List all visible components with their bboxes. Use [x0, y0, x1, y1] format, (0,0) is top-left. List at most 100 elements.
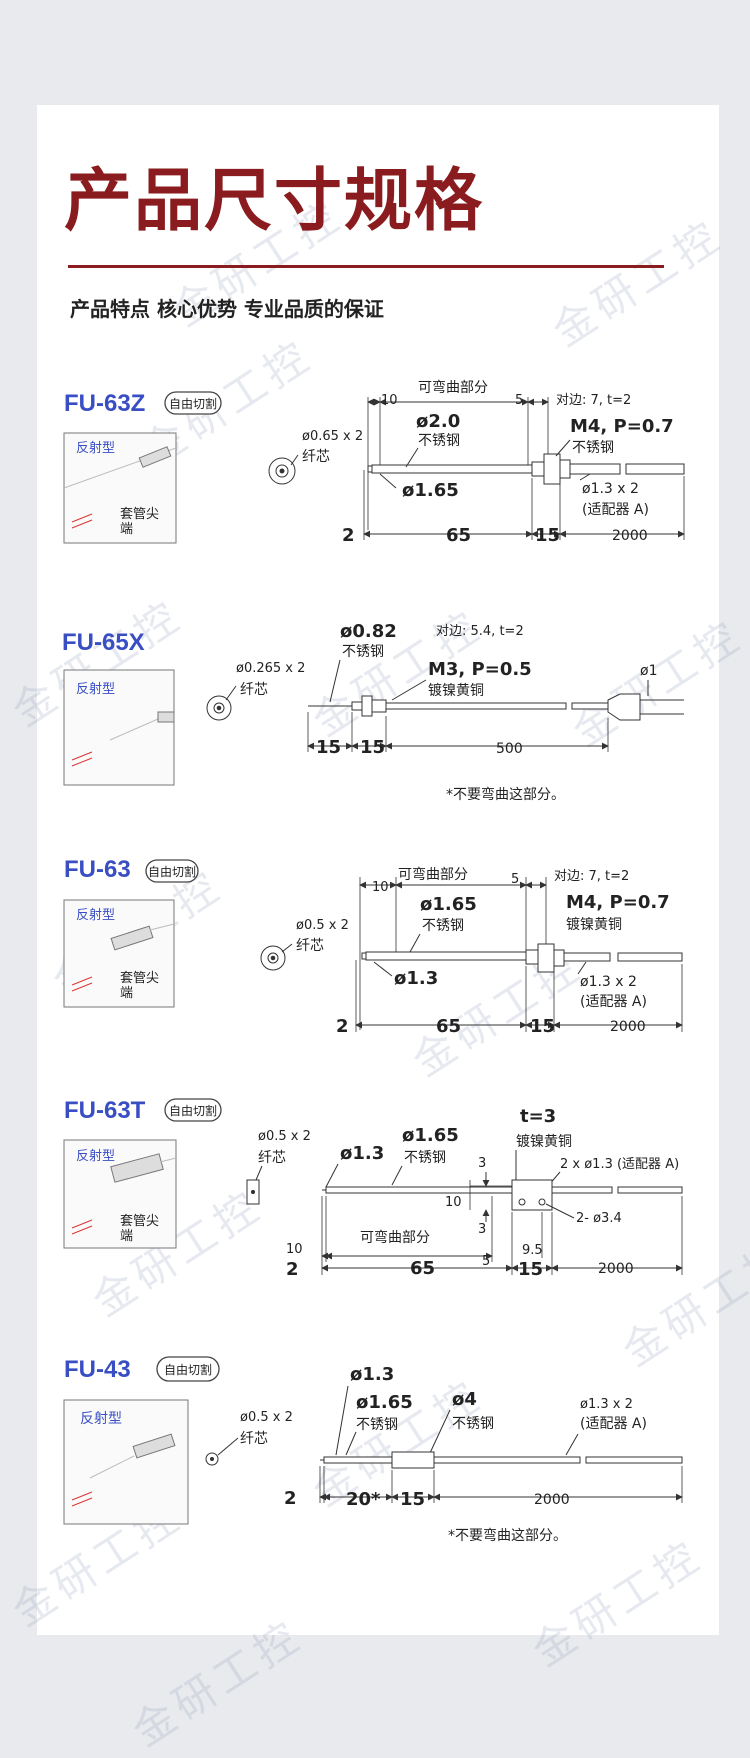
fiber-label: 纤芯 — [296, 938, 324, 954]
page-subtitle: 产品特点 核心优势 专业品质的保证 — [70, 297, 384, 321]
fiber-label: 纤芯 — [240, 1431, 268, 1447]
type-label: 反射型 — [80, 1411, 122, 1427]
tip-diameter: ø1.65 — [402, 480, 459, 501]
plate-thickness: t=3 — [520, 1106, 556, 1127]
product-fu-43: FU-43 自由切割 反射型 ø0.5 x 2 纤芯 ø1.3 ø1.65 不锈… — [63, 1356, 683, 1544]
thread-spec: M3, P=0.5 — [428, 659, 532, 680]
adapter-label: (适配器 A) — [582, 502, 649, 518]
dim-2: 2 — [342, 525, 355, 546]
tube-material: 不锈钢 — [342, 644, 384, 660]
dim-2000: 2000 — [598, 1261, 634, 1277]
tube-diameter: ø1.65 — [356, 1392, 413, 1413]
dim-5: 5 — [515, 393, 523, 408]
thread-spec: M4, P=0.7 — [570, 416, 674, 437]
tip-diameter: ø1.3 — [340, 1143, 384, 1164]
dim-2000: 2000 — [534, 1492, 570, 1508]
adapter-label: (适配器 A) — [580, 994, 647, 1010]
title-divider — [68, 265, 664, 268]
dim-65: 65 — [436, 1016, 461, 1037]
tip-label-line: 端 — [120, 522, 133, 537]
nut-material: 镀镍黄铜 — [566, 916, 622, 933]
sleeve-material: 不锈钢 — [452, 1416, 494, 1432]
dim-20: 20* — [346, 1489, 381, 1510]
fiber-note: ø0.5 x 2 — [296, 918, 349, 933]
sensor-thumbnail — [63, 1139, 177, 1249]
dim-5: 5 — [482, 1254, 490, 1269]
tube-material: 不锈钢 — [418, 433, 460, 449]
dim-10: 10 — [381, 393, 398, 408]
sensor-thumbnail — [63, 669, 175, 786]
tip-label-line: 端 — [120, 986, 133, 1001]
dim-10: 10 — [372, 880, 389, 895]
cable-spec: ø1.3 x 2 — [580, 974, 637, 990]
tube-material: 不锈钢 — [404, 1150, 446, 1166]
sensor-thumbnail — [63, 899, 175, 1008]
footnote: *不要弯曲这部分。 — [448, 1527, 567, 1544]
type-label: 反射型 — [76, 440, 115, 456]
tube-material: 不锈钢 — [356, 1417, 398, 1433]
page-title: 产品尺寸规格 — [64, 162, 485, 241]
tip-label-line: 套管尖 — [120, 1213, 159, 1229]
badge-label: 自由切割 — [164, 1362, 212, 1377]
dim-5: 5 — [511, 872, 519, 887]
sensor-thumbnail — [63, 1399, 189, 1525]
cable-spec: ø1.3 x 2 — [580, 1397, 633, 1412]
badge-label: 自由切割 — [169, 1103, 217, 1118]
tube-diameter: ø1.65 — [420, 894, 477, 915]
fiber-note: ø0.265 x 2 — [236, 661, 305, 676]
dim-2: 2 — [284, 1488, 297, 1509]
dim-2: 2 — [286, 1259, 299, 1280]
dim-3: 3 — [478, 1222, 486, 1237]
tip-label-line: 套管尖 — [120, 506, 159, 522]
nut-material: 镀镍黄铜 — [516, 1133, 572, 1150]
fiber-label: 纤芯 — [302, 449, 330, 465]
model-name: FU-65X — [62, 629, 145, 656]
thread-spec: M4, P=0.7 — [566, 892, 670, 913]
model-name: FU-63T — [64, 1097, 146, 1124]
sensor-thumbnail — [63, 432, 177, 544]
product-fu-63t: FU-63T 自由切割 反射型 套管尖端 ø0.5 x 2 纤芯 ø1.3 ø1… — [63, 1097, 683, 1280]
dim-2000: 2000 — [610, 1019, 646, 1035]
type-label: 反射型 — [76, 1148, 115, 1164]
tip-label: 套管尖端 — [120, 506, 159, 537]
dim-2000: 2000 — [612, 528, 648, 544]
badge-label: 自由切割 — [148, 864, 196, 879]
product-fu-65x: FU-65X 反射型 ø0.265 x 2 纤芯 ø0.82 不锈钢 对边: 5… — [62, 621, 684, 803]
tip-label-line: 端 — [120, 1229, 133, 1244]
type-label: 反射型 — [76, 907, 115, 923]
tip-label-line: 套管尖 — [120, 970, 159, 986]
footnote: *不要弯曲这部分。 — [446, 786, 565, 803]
nut-material: 镀镍黄铜 — [428, 682, 484, 699]
dim-15: 15 — [530, 1016, 555, 1037]
tip-label: 套管尖端 — [120, 970, 159, 1001]
dim-2: 2 — [336, 1016, 349, 1037]
tip-diameter: ø1.3 — [394, 968, 438, 989]
model-name: FU-63 — [64, 856, 131, 883]
model-name: FU-43 — [64, 1356, 131, 1383]
dim-15: 15 — [518, 1259, 543, 1280]
dim-15: 15 — [400, 1489, 425, 1510]
badge — [164, 1098, 222, 1122]
product-fu-63z: FU-63Z 自由切割 反射型 套管尖端 ø0.65 x 2 纤芯 10 可弯曲… — [63, 379, 685, 546]
bend-label: 可弯曲部分 — [398, 866, 468, 883]
fiber-label: 纤芯 — [258, 1150, 286, 1166]
tube-diameter: ø2.0 — [416, 411, 460, 432]
dim-9-5: 9.5 — [522, 1243, 543, 1258]
product-fu-63: FU-63 自由切割 反射型 套管尖端 ø0.5 x 2 纤芯 10 可弯曲部分… — [63, 856, 683, 1037]
bend-label: 可弯曲部分 — [418, 379, 488, 396]
model-name: FU-63Z — [64, 390, 145, 417]
dim-15: 15 — [316, 737, 341, 758]
hex-size: 对边: 7, t=2 — [554, 869, 629, 884]
dim-15: 15 — [360, 737, 385, 758]
adapter-label: (适配器 A) — [580, 1416, 647, 1432]
end-diameter: ø1 — [640, 663, 657, 679]
dim-65: 65 — [446, 525, 471, 546]
dim-65: 65 — [410, 1258, 435, 1279]
tube-diameter: ø1.65 — [402, 1125, 459, 1146]
bend-label: 可弯曲部分 — [360, 1229, 430, 1246]
dim-3: 3 — [478, 1156, 486, 1171]
hex-size: 对边: 7, t=2 — [556, 393, 631, 408]
fiber-label: 纤芯 — [240, 682, 268, 698]
nut-material: 不锈钢 — [572, 440, 614, 456]
